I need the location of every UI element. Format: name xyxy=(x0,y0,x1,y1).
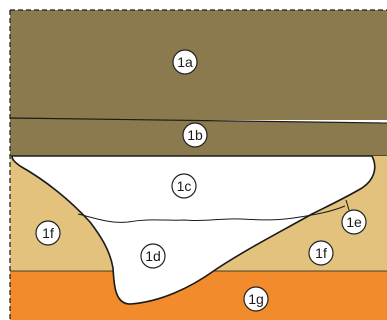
label-1d: 1d xyxy=(141,244,165,268)
svg-text:1c: 1c xyxy=(177,178,192,194)
label-1a: 1a xyxy=(173,50,197,74)
label-1g: 1g xyxy=(244,287,268,311)
layer-1a xyxy=(10,10,387,120)
label-1f-left: 1f xyxy=(36,221,60,245)
svg-text:1f: 1f xyxy=(42,225,54,241)
svg-text:1a: 1a xyxy=(177,54,193,70)
label-1c: 1c xyxy=(172,174,196,198)
svg-text:1d: 1d xyxy=(145,248,161,264)
label-1f-right: 1f xyxy=(309,241,333,265)
svg-text:1e: 1e xyxy=(346,214,362,230)
svg-text:1g: 1g xyxy=(248,291,264,307)
label-1e: 1e xyxy=(342,210,366,234)
svg-text:1f: 1f xyxy=(315,245,327,261)
label-1b: 1b xyxy=(183,123,207,147)
svg-text:1b: 1b xyxy=(187,127,203,143)
